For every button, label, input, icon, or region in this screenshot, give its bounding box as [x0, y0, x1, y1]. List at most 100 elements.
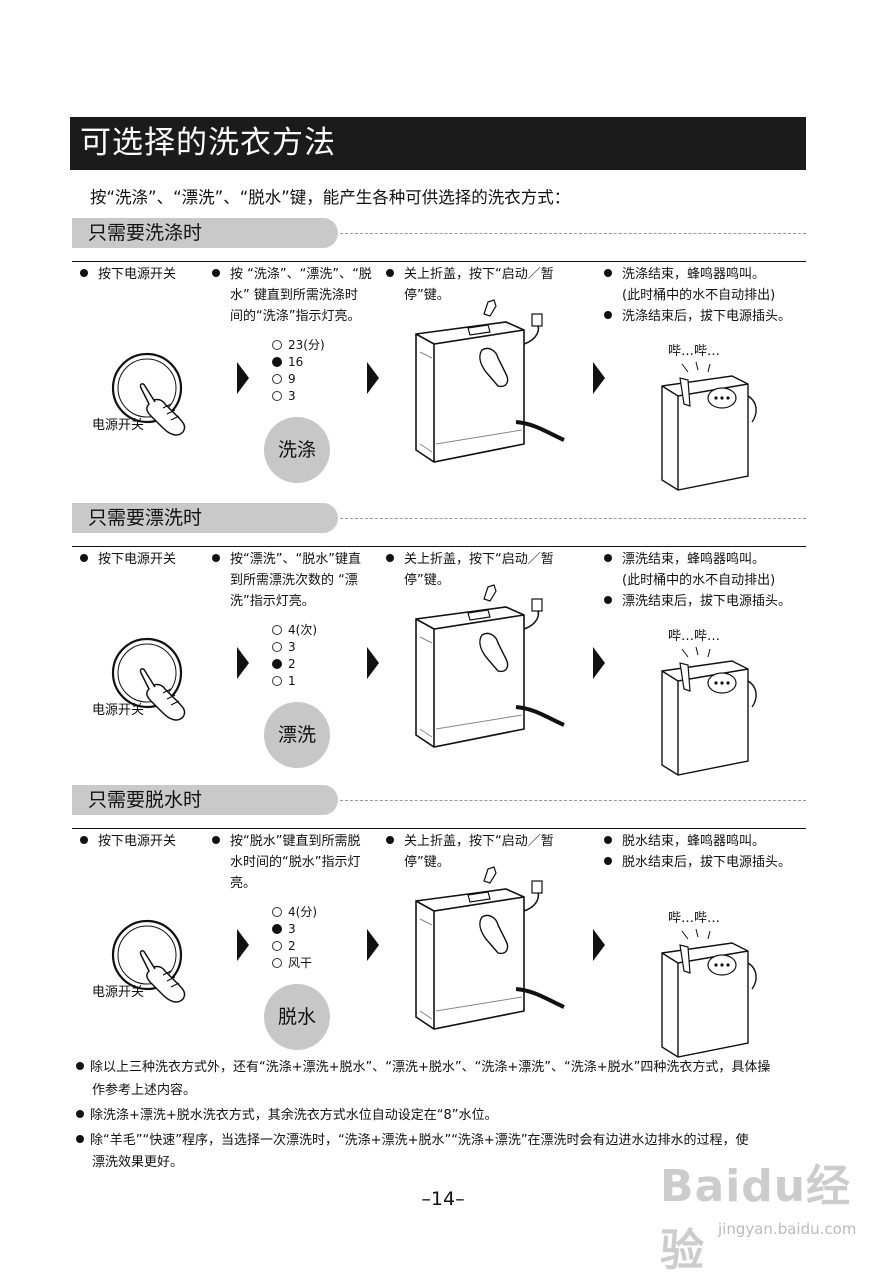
- bullet-icon: [212, 554, 220, 562]
- indicator-light-icon: [272, 642, 282, 652]
- mode-button[interactable]: 脱水: [264, 984, 330, 1050]
- intro-text: 按“洗涤”、“漂洗”、“脱水”键，能产生各种可供选择的洗衣方式：: [90, 188, 571, 207]
- option-item: 2: [272, 656, 317, 673]
- section-rule: [72, 546, 806, 547]
- washer-illustration-icon: [396, 861, 576, 1050]
- washer-illustration-icon: [396, 294, 576, 483]
- step-2: 按“漂洗”、“脱水”键直到所需漂洗次数的 “漂洗”指示灯亮。: [212, 549, 382, 612]
- arrow-right-icon: [366, 360, 380, 400]
- step-3: 关上折盖，按下“启动／暂停”键。: [386, 831, 576, 873]
- indicator-light-icon: [272, 340, 282, 350]
- dashed-divider: [340, 518, 806, 519]
- step-3: 关上折盖，按下“启动／暂停”键。: [386, 264, 576, 306]
- arrow-right-icon: [366, 645, 380, 685]
- bullet-icon: [76, 1062, 84, 1070]
- option-item: 1: [272, 673, 317, 690]
- option-item: 4(次): [272, 622, 317, 639]
- bullet-icon: [80, 836, 88, 844]
- indicator-light-icon: [272, 391, 282, 401]
- bullet-icon: [386, 554, 394, 562]
- bullet-icon: [76, 1110, 84, 1118]
- note-1-cont: 作参考上述内容。: [92, 1083, 197, 1098]
- indicator-light-icon: [272, 676, 282, 686]
- washer-illustration-icon: [396, 579, 576, 768]
- note-1: 除以上三种洗衣方式外，还有“洗涤+漂洗+脱水”、“漂洗+脱水”、“洗涤+漂洗”、…: [76, 1057, 816, 1079]
- beep-text: 哔…哔…: [668, 911, 721, 926]
- section-header: 只需要脱水时: [72, 785, 338, 815]
- bullet-icon: [604, 857, 612, 865]
- power-switch-icon: [105, 346, 205, 445]
- power-switch-label: 电源开关: [92, 703, 145, 718]
- option-item: 3: [272, 639, 317, 656]
- step-4: 漂洗结束，蜂鸣器鸣叫。(此时桶中的水不自动排出)漂洗结束后，拔下电源插头。: [604, 549, 814, 612]
- bullet-icon: [604, 836, 612, 844]
- arrow-right-icon: [236, 927, 250, 967]
- arrow-right-icon: [236, 360, 250, 400]
- power-switch-label: 电源开关: [92, 418, 145, 433]
- arrow-right-icon: [366, 927, 380, 967]
- power-switch-icon: [105, 913, 205, 1012]
- arrow-right-icon: [236, 645, 250, 685]
- dashed-divider: [340, 233, 806, 234]
- option-item: 风干: [272, 955, 317, 972]
- bullet-icon: [76, 1135, 84, 1143]
- section-rule: [72, 828, 806, 829]
- step-1: 按下电源开关: [80, 264, 176, 285]
- beep-text: 哔…哔…: [668, 629, 721, 644]
- step-4: 洗涤结束，蜂鸣器鸣叫。(此时桶中的水不自动排出)洗涤结束后，拔下电源插头。: [604, 264, 814, 327]
- option-item: 3: [272, 388, 325, 405]
- step-2: 按“脱水”键直到所需脱水时间的“脱水”指示灯亮。: [212, 831, 382, 894]
- note-2: 除洗涤+漂洗+脱水洗衣方式，其余洗衣方式水位自动设定在“8”水位。: [76, 1105, 816, 1127]
- indicator-light-icon: [272, 659, 282, 669]
- option-item: 4(分): [272, 904, 317, 921]
- bullet-icon: [80, 269, 88, 277]
- option-item: 3: [272, 921, 317, 938]
- mode-button[interactable]: 漂洗: [264, 702, 330, 768]
- arrow-right-icon: [592, 645, 606, 685]
- step-1: 按下电源开关: [80, 549, 176, 570]
- watermark-logo: Baidu经验: [660, 1161, 852, 1276]
- step-2: 按 “洗涤”、“漂洗”、“脱水” 键直到所需洗涤时间的“洗涤”指示灯亮。: [212, 264, 382, 327]
- note-3: 除“羊毛”“快速”程序，当选择一次漂洗时，“洗涤+漂洗+脱水”“洗涤+漂洗”在漂…: [76, 1130, 816, 1152]
- option-item: 9: [272, 371, 325, 388]
- step-4: 脱水结束，蜂鸣器鸣叫。脱水结束后，拔下电源插头。: [604, 831, 814, 873]
- arrow-right-icon: [592, 360, 606, 400]
- bullet-icon: [604, 596, 612, 604]
- section-header: 只需要漂洗时: [72, 503, 338, 533]
- indicator-light-icon: [272, 374, 282, 384]
- indicator-light-icon: [272, 924, 282, 934]
- option-item: 2: [272, 938, 317, 955]
- bullet-icon: [212, 269, 220, 277]
- power-switch-label: 电源开关: [92, 985, 145, 1000]
- beep-text: 哔…哔…: [668, 344, 721, 359]
- beeping-washer-icon: [652, 923, 772, 1067]
- arrow-right-icon: [592, 927, 606, 967]
- step-1: 按下电源开关: [80, 831, 176, 852]
- indicator-light-icon: [272, 357, 282, 367]
- bullet-icon: [80, 554, 88, 562]
- bullet-icon: [604, 269, 612, 277]
- indicator-light-icon: [272, 625, 282, 635]
- option-item: 23(分): [272, 337, 325, 354]
- page-number: –14–: [421, 1188, 465, 1210]
- indicator-light-icon: [272, 907, 282, 917]
- section-header: 只需要洗涤时: [72, 218, 338, 248]
- bullet-icon: [604, 554, 612, 562]
- bullet-icon: [212, 836, 220, 844]
- note-3-cont: 漂洗效果更好。: [92, 1155, 184, 1170]
- bullet-icon: [604, 311, 612, 319]
- step-3: 关上折盖，按下“启动／暂停”键。: [386, 549, 576, 591]
- indicator-light-icon: [272, 958, 282, 968]
- beeping-washer-icon: [652, 641, 772, 785]
- beeping-washer-icon: [652, 356, 772, 500]
- bullet-icon: [386, 836, 394, 844]
- option-item: 16: [272, 354, 325, 371]
- mode-button[interactable]: 洗涤: [264, 417, 330, 483]
- dashed-divider: [340, 800, 806, 801]
- section-rule: [72, 261, 806, 262]
- watermark-url: jingyan.baidu.com: [718, 1220, 857, 1238]
- indicator-light-icon: [272, 941, 282, 951]
